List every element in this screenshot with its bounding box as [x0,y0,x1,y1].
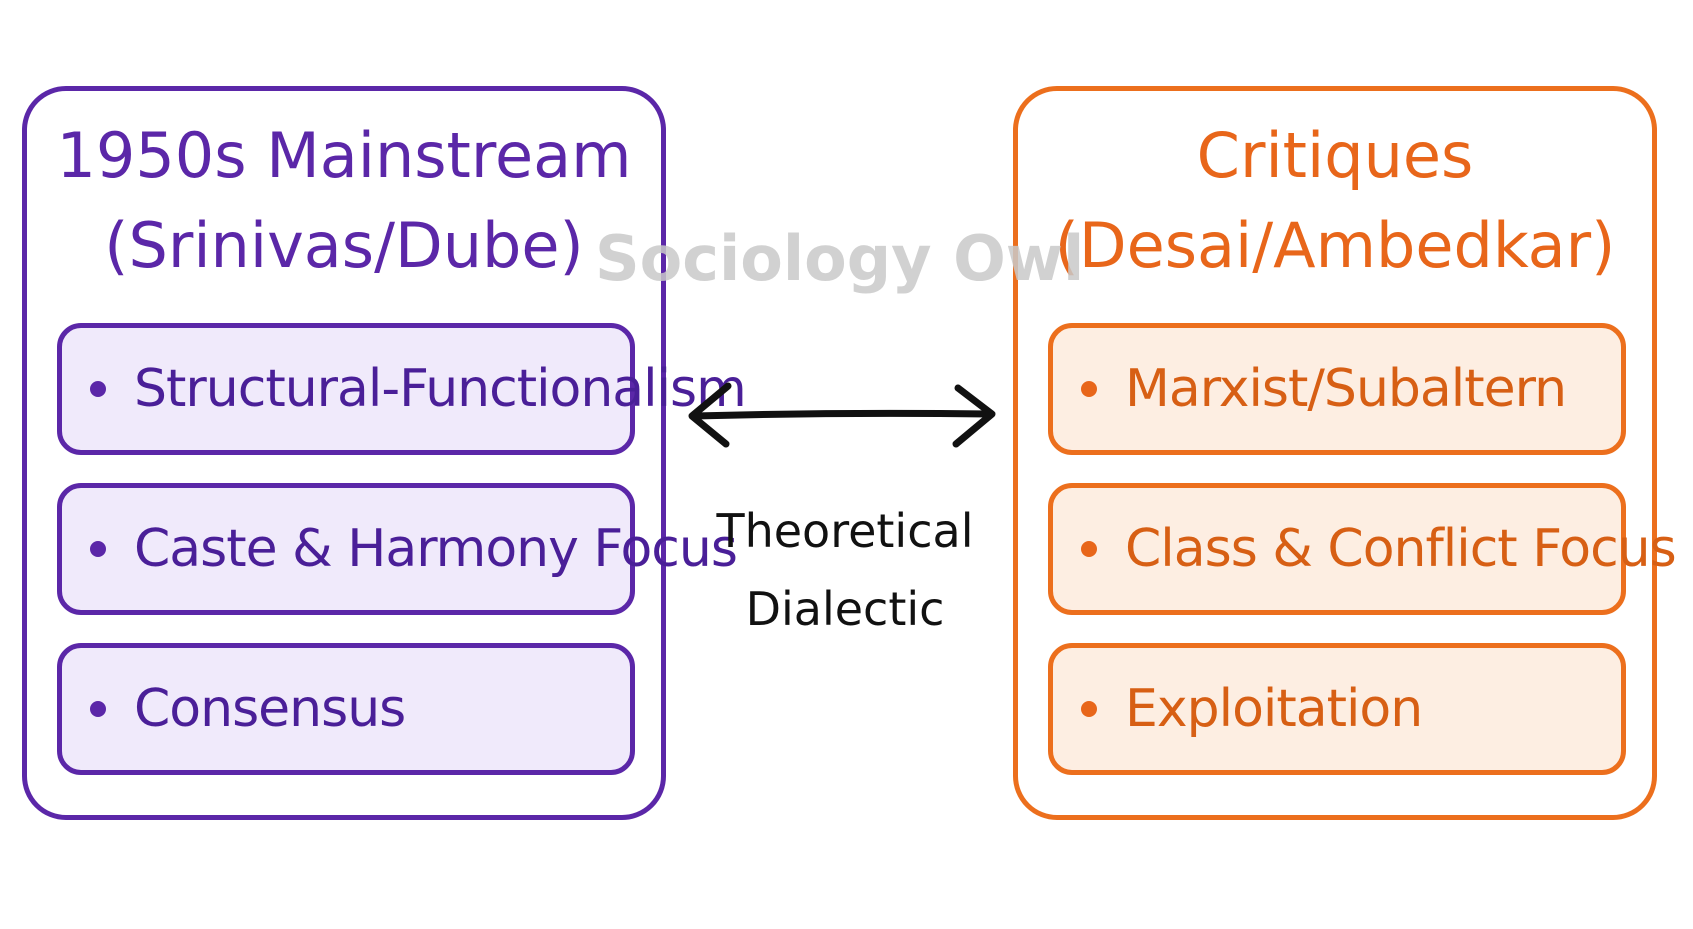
mainstream-item-label: Caste & Harmony Focus [134,519,738,579]
mainstream-item-label: Consensus [134,679,406,739]
mainstream-subtitle: (Srinivas/Dube) [104,209,584,282]
bullet-icon [1081,381,1097,397]
bullet-icon [1081,701,1097,717]
connector-label-line2: Dialectic [745,582,945,636]
bullet-icon [90,381,106,397]
watermark: Sociology Owl [595,222,1085,295]
critiques-title: Critiques [1196,119,1474,192]
critiques-item-label: Class & Conflict Focus [1125,519,1677,579]
bullet-icon [90,701,106,717]
critiques-item-marxist-subaltern: Marxist/Subaltern [1048,323,1626,455]
mainstream-panel: 1950s Mainstream (Srinivas/Dube) Structu… [22,86,747,820]
connector-label: Theoretical Dialectic [690,492,1000,648]
critiques-item-label: Marxist/Subaltern [1125,359,1567,419]
critiques-subtitle: (Desai/Ambedkar) [1054,209,1616,282]
mainstream-item-caste-harmony: Caste & Harmony Focus [57,483,738,615]
mainstream-item-label: Structural-Functionalism [134,359,747,419]
connector-label-line1: Theoretical [716,504,974,558]
critiques-panel: Critiques (Desai/Ambedkar) Marxist/Subal… [1013,86,1677,820]
critiques-item-exploitation: Exploitation [1048,643,1626,775]
mainstream-item-structural-functionalism: Structural-Functionalism [57,323,747,455]
bullet-icon [1081,541,1097,557]
critiques-item-label: Exploitation [1125,679,1423,739]
bullet-icon [90,541,106,557]
critiques-item-class-conflict: Class & Conflict Focus [1048,483,1677,615]
mainstream-title: 1950s Mainstream [56,119,632,192]
double-headed-arrow-icon [688,382,996,448]
mainstream-item-consensus: Consensus [57,643,635,775]
